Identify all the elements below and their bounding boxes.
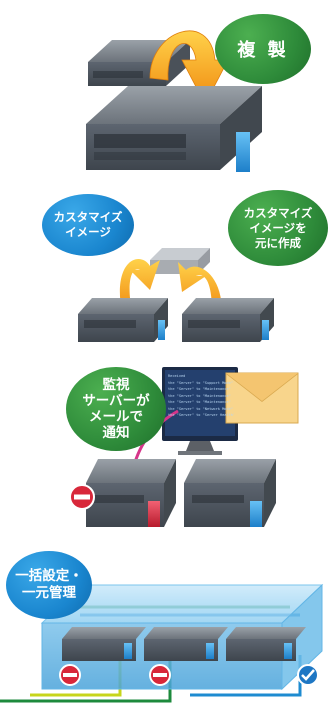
stop-icon <box>59 664 81 686</box>
managed-server-2-icon <box>144 627 228 661</box>
customize-scene: カスタマイズ イメージ カスタマイズ イメージを 元に作成 <box>0 180 334 355</box>
log-line: Received <box>168 374 186 378</box>
copy-bubble: 複 製 <box>215 14 311 84</box>
stop-icon <box>149 664 171 686</box>
copy-scene: 複 製 <box>0 0 334 180</box>
log-line: the "Server" to "Maintenance" <box>168 393 231 398</box>
right-server-icon <box>182 298 274 342</box>
copy-illustration <box>86 30 262 172</box>
curved-arrow-right-icon <box>178 262 222 312</box>
monitor-scene: Received the "Server" to "Support Mode" … <box>0 355 334 535</box>
copied-server-icon <box>86 86 262 172</box>
check-icon <box>297 664 319 686</box>
failed-server-icon <box>86 459 176 527</box>
stop-icon <box>69 484 95 510</box>
custom-image-bubble: カスタマイズ イメージ <box>42 194 134 256</box>
left-server-icon <box>78 298 168 342</box>
custom-image-server-icon <box>150 248 210 274</box>
status-light-red <box>148 501 160 527</box>
managed-server-1-icon <box>62 627 146 661</box>
batch-manage-bubble: 一括設定・ 一元管理 <box>6 551 92 619</box>
monitor-screen-log: Received the "Server" to "Support Mode" … <box>168 373 234 433</box>
status-light-blue <box>236 132 250 172</box>
log-line: the "Server" to "Support Mode" <box>168 380 233 385</box>
monitor-illustration <box>69 367 299 527</box>
create-from-image-bubble: カスタマイズ イメージを 元に作成 <box>228 190 328 266</box>
customize-illustration <box>78 248 274 342</box>
mail-notify-bubble: 監視 サーバーが メールで 通知 <box>66 367 166 451</box>
envelope-icon <box>225 372 299 424</box>
batch-manage-scene: 一括設定・ 一元管理 <box>0 535 334 706</box>
status-light-blue <box>250 501 262 527</box>
log-line: the "Server" to "Server Health" <box>168 413 234 417</box>
log-line: the "Server" to "Maintenance" <box>168 400 231 404</box>
monitor-icon <box>162 367 238 455</box>
managed-server-3-icon <box>226 627 306 661</box>
batch-illustration <box>0 583 324 703</box>
log-line: the "Server" to "Network Mode" <box>168 406 233 411</box>
healthy-server-icon <box>184 459 276 527</box>
log-line: the "Server" to "Maintenance" <box>168 387 231 391</box>
